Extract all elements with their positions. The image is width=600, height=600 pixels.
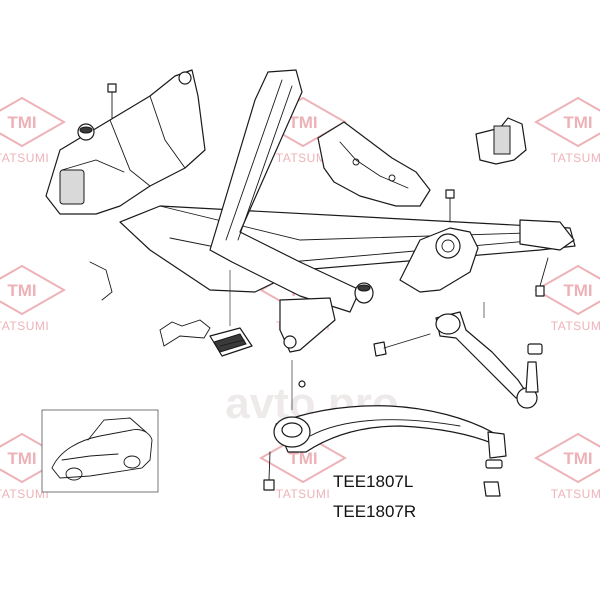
watermark-brand: TMI [7, 449, 36, 468]
tmi-watermark-badge: TMI TATSUMI [0, 96, 67, 165]
watermark-sub: TATSUMI [551, 487, 600, 501]
watermark-brand: TMI [288, 449, 317, 468]
tmi-watermark-badge: TMI TATSUMI [258, 432, 348, 501]
stabilizer-link [89, 261, 113, 301]
watermark-brand: TMI [288, 113, 317, 132]
tmi-watermark-badge: TMI TATSUMI [0, 264, 67, 333]
watermark-sub: TATSUMI [551, 319, 600, 333]
watermark-diamond [533, 264, 600, 316]
watermark-brand: TMI [563, 113, 592, 132]
rear-control-arm [435, 311, 543, 409]
car-inset [41, 409, 159, 493]
rubber-mount-block [209, 327, 253, 357]
front-subframe-drawing [41, 69, 576, 497]
left-tower [45, 69, 206, 215]
watermark-brand: TMI [7, 113, 36, 132]
watermark-diamond [0, 96, 67, 148]
stabilizer-bracket [159, 319, 211, 347]
longitudinal-beam [209, 69, 361, 313]
tmi-watermark-badge: TMI TATSUMI [533, 96, 600, 165]
watermark-sub: TATSUMI [0, 151, 49, 165]
tmi-watermark-badge: TMI TATSUMI [0, 432, 67, 501]
cross-beam-main [119, 205, 576, 293]
bolts [107, 83, 549, 491]
lower-control-arm [273, 380, 507, 497]
watermark-sub: TATSUMI [551, 151, 600, 165]
watermark-sub: TATSUMI [276, 151, 330, 165]
watermark-brand: TMI [563, 449, 592, 468]
part-number-left: TEE1807L [333, 472, 413, 491]
watermark-sub: TATSUMI [0, 319, 49, 333]
tmi-watermark-badge: TMI TATSUMI [533, 264, 600, 333]
watermark-diamond [533, 432, 600, 484]
watermark-diamond [533, 96, 600, 148]
watermark-diamond [0, 264, 67, 316]
part-number-right: TEE1807R [333, 502, 416, 521]
heat-shield [317, 121, 431, 207]
watermark-sub: TATSUMI [276, 487, 330, 501]
watermark-brand: TMI [7, 281, 36, 300]
watermark-sub: TATSUMI [0, 487, 49, 501]
tmi-watermark-badge: TMI TATSUMI [533, 432, 600, 501]
watermark-brand: TMI [563, 281, 592, 300]
